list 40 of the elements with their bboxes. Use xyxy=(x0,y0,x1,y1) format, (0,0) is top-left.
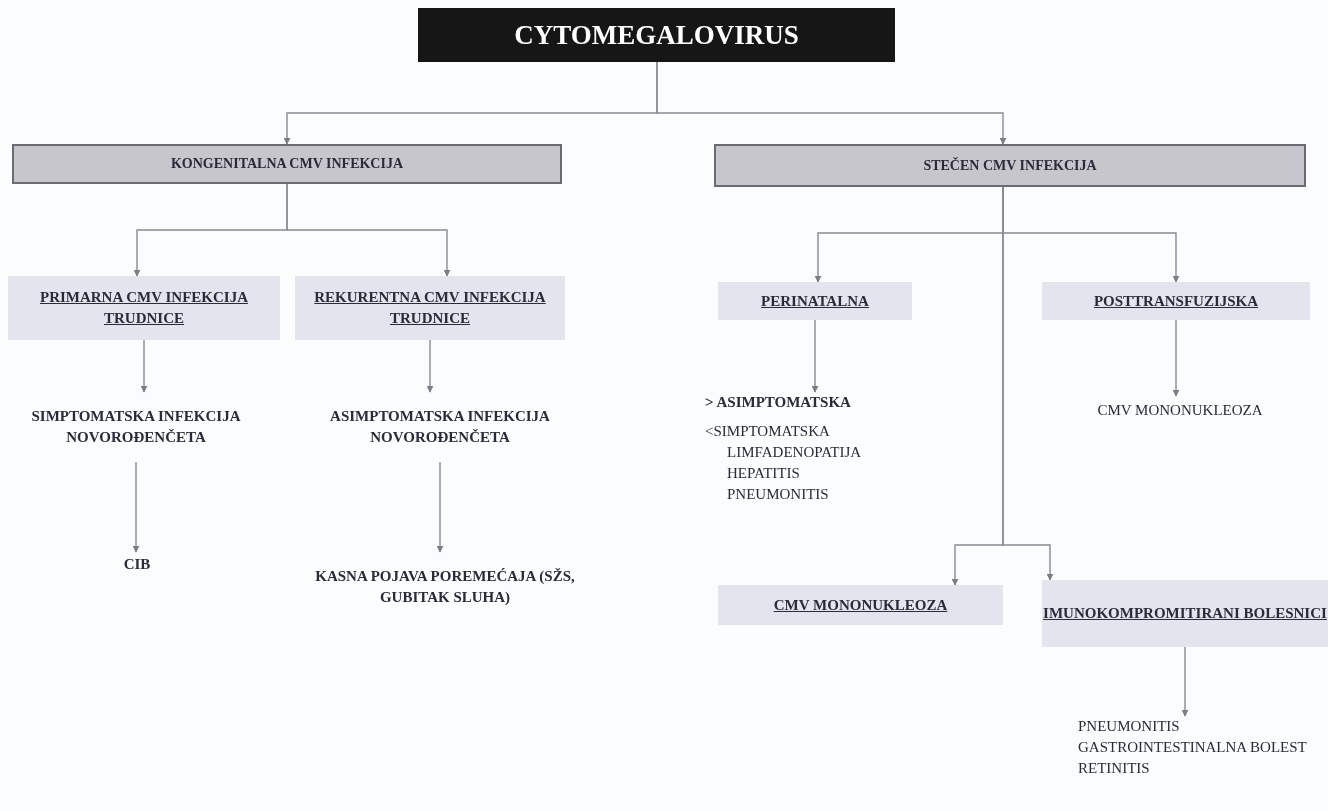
arrow xyxy=(811,319,819,393)
outcome-label: <SIMPTOMATSKA xyxy=(705,422,830,441)
arrow xyxy=(286,183,451,277)
arrow xyxy=(656,61,1007,145)
subtype-box xyxy=(718,585,1003,625)
box-label: REKURENTNA CMV INFEKCIJA TRUDNICE xyxy=(313,288,547,328)
title-box xyxy=(418,8,895,62)
outcome-label: GASTROINTESTINALNA BOLEST xyxy=(1078,738,1307,757)
subtype-box xyxy=(1042,282,1310,320)
outcome-label: SIMPTOMATSKA INFEKCIJA NOVOROĐENČETA xyxy=(30,407,242,447)
box-label: POSTTRANSFUZIJSKA xyxy=(1093,291,1259,311)
outcome-label: PNEUMONITIS xyxy=(726,485,829,504)
box-label: PERINATALNA xyxy=(761,291,869,311)
arrow xyxy=(1181,646,1189,717)
arrow xyxy=(1172,319,1180,397)
subtype-box xyxy=(295,276,565,340)
subtype-box xyxy=(718,282,912,320)
outcome-label: KASNA POJAVA POREMEĆAJA (SŽS, GUBITAK SLUHA) xyxy=(314,567,576,607)
box-label: CMV MONONUKLEOZA xyxy=(773,595,948,615)
category-band xyxy=(12,144,562,184)
box-label: STEČEN CMV INFEKCIJA xyxy=(923,157,1097,174)
outcome-label: CIB xyxy=(123,554,151,574)
arrow xyxy=(140,339,148,393)
subtype-box xyxy=(8,276,280,340)
outcome-label: > ASIMPTOMATSKA xyxy=(705,393,851,412)
outcome-label: PNEUMONITIS xyxy=(1078,717,1180,736)
category-band xyxy=(714,144,1306,187)
outcome-label: CMV MONONUKLEOZA xyxy=(1097,400,1263,420)
subtype-box xyxy=(1042,580,1328,647)
arrow xyxy=(436,461,444,553)
box-label: KONGENITALNA CMV INFEKCIJA xyxy=(170,156,404,172)
box-label: CYTOMEGALOVIRUS xyxy=(514,19,799,51)
box-label: PRIMARNA CMV INFEKCIJA TRUDNICE xyxy=(38,288,250,328)
box-label: IMUNOKOMPROMITIRANI BOLESNICI xyxy=(1043,604,1327,623)
outcome-label: ASIMPTOMATSKA INFEKCIJA NOVOROĐENČETA xyxy=(329,407,551,447)
outcome-label: LIMFADENOPATIJA xyxy=(726,443,862,462)
arrow xyxy=(426,339,434,393)
outcome-label: RETINITIS xyxy=(1078,759,1150,778)
arrow xyxy=(132,461,140,553)
outcome-label: HEPATITIS xyxy=(726,464,800,483)
